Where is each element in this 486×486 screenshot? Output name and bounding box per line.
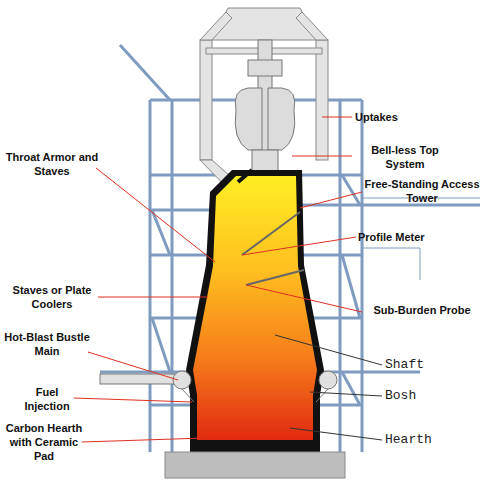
- bell-less-top: [235, 40, 295, 172]
- probes: [242, 212, 304, 285]
- region-label: Shaft: [385, 357, 475, 372]
- uptakes-pipes: [200, 8, 328, 193]
- leader-lines: [74, 117, 362, 442]
- part-label: Free-Standing Access Tower: [362, 177, 482, 205]
- region-label: Hearth: [385, 432, 475, 447]
- furnace-lining: [186, 170, 324, 452]
- steel-structure: [100, 45, 480, 452]
- part-label: Bell-less Top System: [355, 143, 455, 171]
- part-label: Profile Meter: [358, 230, 478, 244]
- part-label: Carbon Hearth with Ceramic Pad: [2, 421, 86, 463]
- part-label: Uptakes: [355, 110, 465, 124]
- part-label: Hot-Blast Bustle Main: [2, 330, 92, 358]
- part-label: Throat Armor and Staves: [2, 150, 102, 178]
- region-label: Bosh: [385, 388, 475, 403]
- part-label: Fuel Injection: [14, 385, 80, 413]
- bustle-main: [100, 371, 337, 402]
- part-label: Sub-Burden Probe: [362, 303, 482, 317]
- foundation: [165, 452, 345, 478]
- charging-chute: [238, 170, 252, 182]
- furnace-burden: [193, 176, 317, 440]
- part-label: Staves or Plate Coolers: [2, 283, 102, 311]
- region-leaders: [275, 335, 382, 440]
